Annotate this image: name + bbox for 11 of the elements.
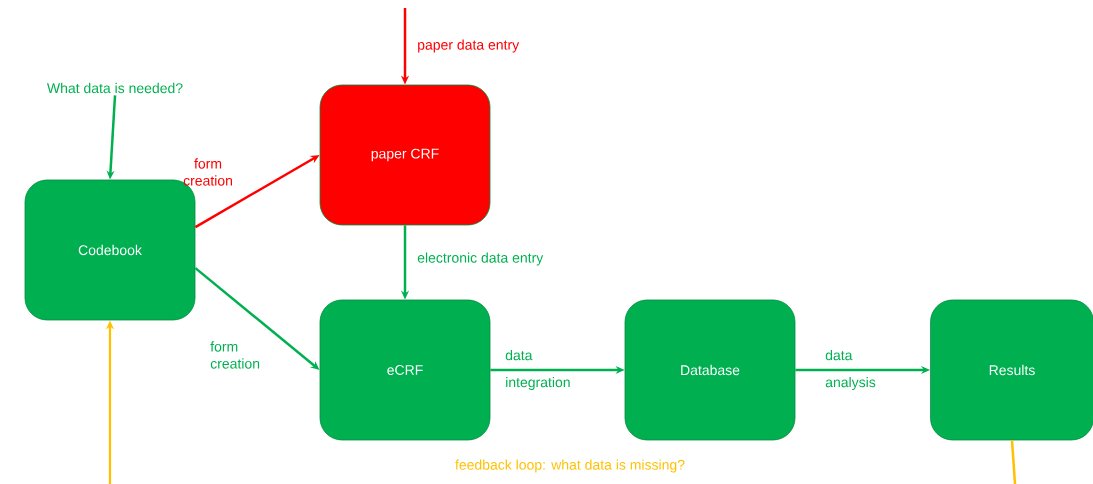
edge-label: paper data entry: [418, 39, 520, 53]
edge-label: electronic data entry: [417, 252, 544, 266]
edge-label: data integration: [505, 349, 570, 390]
process-box: Results: [930, 299, 1093, 441]
process-box: eCRF: [319, 299, 491, 441]
edge-label: data analysis: [825, 349, 876, 390]
process-box: Database: [624, 299, 796, 441]
question-text: What data is needed?: [46, 82, 183, 94]
process-box: paper CRF: [319, 84, 491, 226]
note-text: feedback loop: what data is missing?: [455, 459, 685, 473]
edge-label: form creation: [210, 341, 260, 369]
